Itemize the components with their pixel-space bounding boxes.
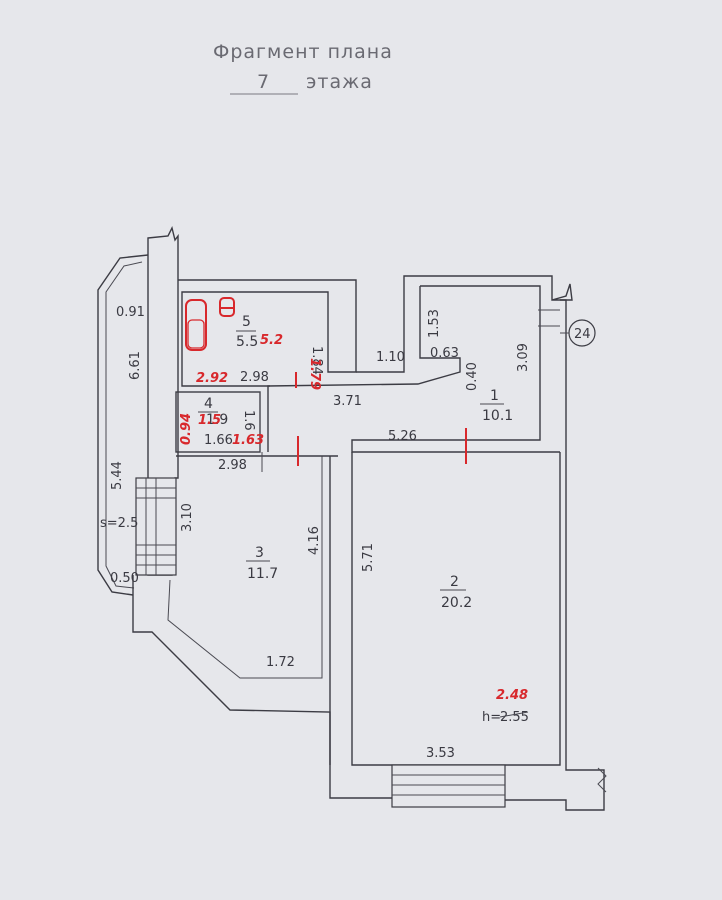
dim-3-71: 3.71 xyxy=(333,394,362,409)
dim-1-84: 1.84 xyxy=(309,346,324,375)
dim-2-98-bottom: 2.98 xyxy=(218,458,247,473)
floor-word: этажа xyxy=(306,71,373,93)
ceiling-height-corrected: 2.48 xyxy=(496,688,528,703)
dim-0-40: 0.40 xyxy=(465,362,480,391)
room-4-area: 1.9 xyxy=(206,412,228,428)
dim-3-09: 3.09 xyxy=(516,343,531,372)
bathtub-icon xyxy=(185,299,207,351)
dim-0-50: 0.50 xyxy=(110,571,139,586)
outer-wall-lower xyxy=(132,575,392,799)
room-3-area: 11.7 xyxy=(247,566,278,582)
ceiling-height-value: 2.55 xyxy=(500,710,529,725)
dim-1-6: 1.6 xyxy=(241,410,256,431)
dim-2-92-corrected: 2.92 xyxy=(196,371,228,386)
plan-title: Фрагмент плана xyxy=(213,41,393,63)
window-left xyxy=(135,477,177,576)
room-2-number: 2 xyxy=(450,574,459,590)
dim-1-53: 1.53 xyxy=(427,309,442,338)
room-3-number: 3 xyxy=(255,545,264,561)
room-4-area-corrected: 1.5 xyxy=(198,413,221,428)
dim-4-16: 4.16 xyxy=(307,526,322,555)
toilet-icon xyxy=(219,297,235,317)
dim-1-66: 1.66 xyxy=(204,433,233,448)
room-5-area-corrected: 5.2 xyxy=(260,333,283,348)
dim-5-71: 5.71 xyxy=(361,543,376,572)
room-5-number: 5 xyxy=(242,314,251,330)
floor-number: 7 xyxy=(257,71,270,93)
dim-1-10: 1.10 xyxy=(376,350,405,365)
room-4-number: 4 xyxy=(204,396,213,412)
dim-1-63-corrected: 1.63 xyxy=(232,433,264,448)
room-1-number: 1 xyxy=(490,388,499,404)
ceiling-height-label: h= xyxy=(482,710,501,725)
dim-1-79-corrected: 1.79 xyxy=(307,358,322,390)
room-2-area: 20.2 xyxy=(441,595,472,611)
dim-5-26: 5.26 xyxy=(388,429,417,444)
dim-0-63: 0.63 xyxy=(430,346,459,361)
room-5-area: 5.5 xyxy=(236,334,258,350)
dim-0-94-corrected: 0.94 xyxy=(179,413,194,445)
dim-3-10: 3.10 xyxy=(180,503,195,532)
room-5-walls xyxy=(178,279,357,387)
corridor-walls xyxy=(356,275,573,373)
dim-2-98-top: 2.98 xyxy=(240,370,269,385)
dim-3-53: 3.53 xyxy=(426,746,455,761)
balcony-area: s=2.5 xyxy=(100,516,138,531)
dim-6-61: 6.61 xyxy=(128,351,143,380)
dim-0-91: 0.91 xyxy=(116,305,145,320)
section-marker-label: 24 xyxy=(574,327,591,342)
window-bottom xyxy=(391,764,506,808)
dim-5-44: 5.44 xyxy=(110,461,125,490)
balcony-outline xyxy=(97,254,149,596)
room-1-area: 10.1 xyxy=(482,408,513,424)
dim-1-72: 1.72 xyxy=(266,655,295,670)
